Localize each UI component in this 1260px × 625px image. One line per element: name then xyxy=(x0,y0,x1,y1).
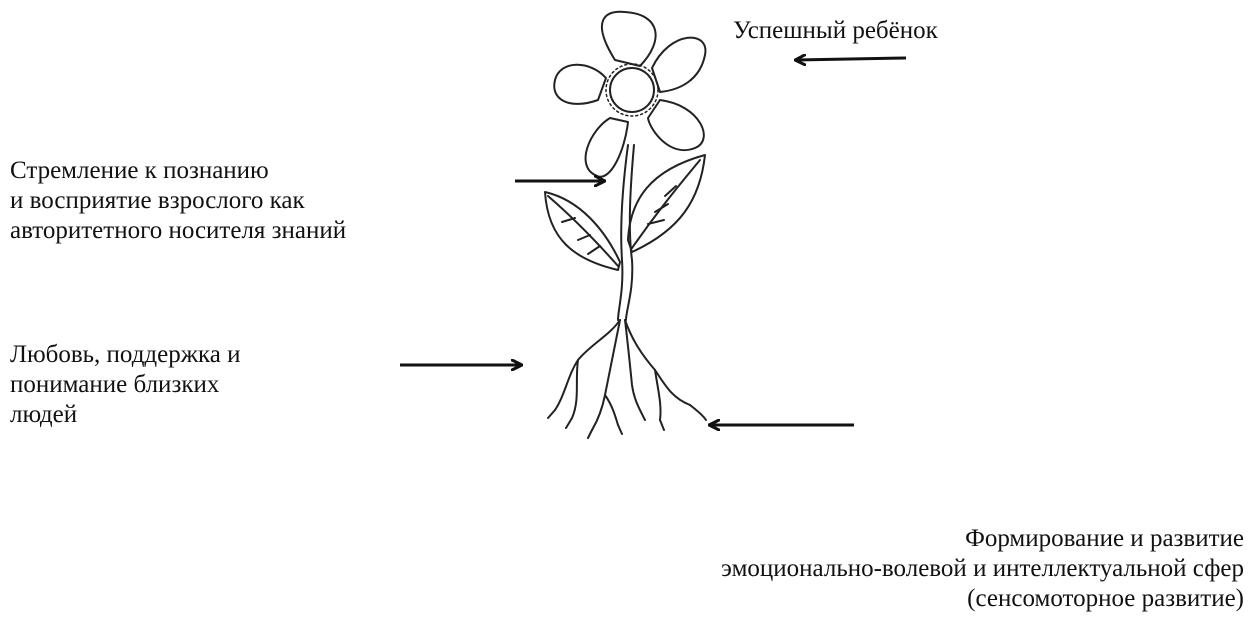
label-cognition: Стремление к познанию и восприятие взрос… xyxy=(10,156,346,246)
flower-illustration xyxy=(545,12,706,438)
label-line: и восприятие взрослого как xyxy=(10,186,346,216)
label-line: авторитетного носителя знаний xyxy=(10,216,346,246)
label-line: людей xyxy=(10,400,241,430)
label-successful-child: Успешный ребёнок xyxy=(733,16,938,46)
arrow-top-right xyxy=(796,58,906,60)
label-love-support: Любовь, поддержка и понимание близких лю… xyxy=(10,340,241,430)
label-development: Формирование и развитие эмоционально-вол… xyxy=(721,524,1244,614)
label-line: понимание близких xyxy=(10,370,241,400)
label-line: Формирование и развитие xyxy=(721,524,1244,554)
flower-roots xyxy=(548,320,706,438)
flower-stem xyxy=(618,145,628,320)
label-successful-child-text: Успешный ребёнок xyxy=(733,16,938,46)
label-line: Стремление к познанию xyxy=(10,156,346,186)
label-line: эмоционально-волевой и интеллектуальной … xyxy=(721,554,1244,584)
flower-center xyxy=(610,68,654,112)
label-line: (сенсомоторное развитие) xyxy=(721,584,1244,614)
label-line: Любовь, поддержка и xyxy=(10,340,241,370)
